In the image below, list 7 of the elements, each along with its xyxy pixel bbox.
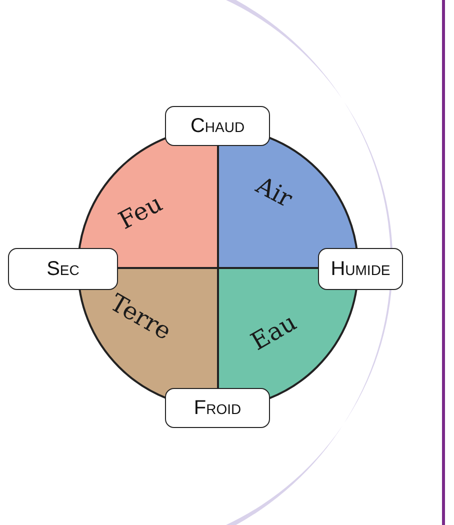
quality-tag: Humide (318, 248, 403, 290)
element-name: Feu (114, 189, 167, 235)
element-name: Air (252, 171, 297, 213)
quality-tag: Chaud (165, 106, 270, 146)
quality-tag: Froid (165, 388, 270, 428)
element-name: Eau (246, 308, 302, 356)
quality-tag: Sec (8, 248, 118, 290)
